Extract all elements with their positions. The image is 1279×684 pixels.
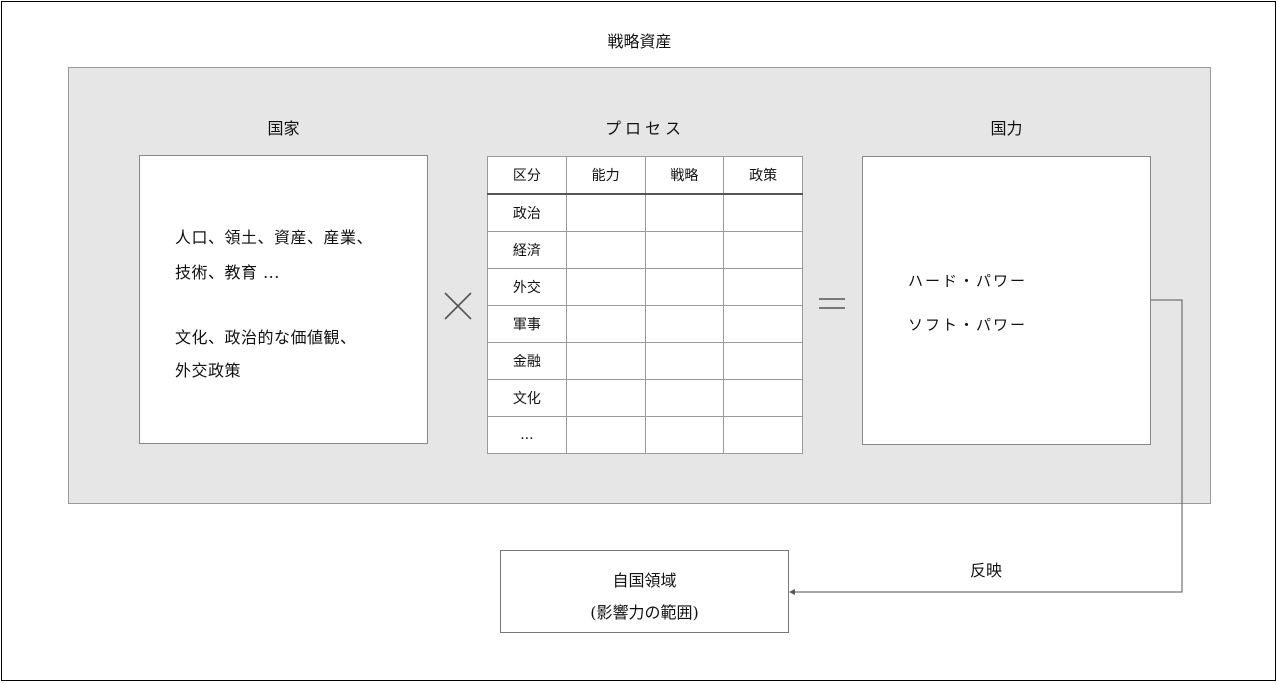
own-domain-title: 自国領域 <box>612 571 677 590</box>
equals-icon <box>819 298 845 309</box>
table-cell <box>723 416 803 454</box>
process-table: 区分 能力 戦略 政策 政治 経済 外交 軍事 <box>487 156 803 454</box>
table-row: 金融 <box>487 342 803 380</box>
feedback-label: 反映 <box>970 561 1003 580</box>
diagram-title: 戦略資産 <box>607 32 672 51</box>
state-text-line2: 技術、教育 ... <box>175 263 280 282</box>
table-cell <box>565 231 646 269</box>
state-text-line4: 外交政策 <box>175 361 242 380</box>
table-cell <box>723 379 803 417</box>
multiply-operator: × <box>443 291 473 321</box>
state-text-line3: 文化、政治的な価値観、 <box>175 328 357 347</box>
column-header: 政策 <box>723 156 803 195</box>
table-cell <box>723 193 803 232</box>
own-domain-box: 自国領域 (影響力の範囲) <box>500 550 789 633</box>
process-heading: プロセス <box>604 119 685 138</box>
table-row: 文化 <box>487 379 803 417</box>
state-heading: 国家 <box>267 119 300 138</box>
table-cell <box>565 342 646 380</box>
equals-operator: = <box>818 294 846 314</box>
arrowhead-icon <box>789 589 795 595</box>
table-cell <box>723 342 803 380</box>
soft-power-label: ソフト・パワー <box>908 316 1028 334</box>
table-cell <box>644 231 725 269</box>
table-cell <box>644 305 725 343</box>
column-header: 能力 <box>565 156 646 195</box>
row-label: ... <box>487 416 567 454</box>
own-domain-subtitle: (影響力の範囲) <box>590 603 699 622</box>
row-label: 政治 <box>487 193 567 232</box>
hard-power-label: ハード・パワー <box>908 272 1028 290</box>
table-cell <box>565 268 646 306</box>
table-row: 政治 <box>487 193 803 232</box>
row-label: 軍事 <box>487 305 567 343</box>
table-row: ... <box>487 416 803 454</box>
multiply-icon <box>444 292 472 320</box>
power-box <box>862 156 1151 445</box>
row-label: 外交 <box>487 268 567 306</box>
state-box <box>139 155 428 444</box>
state-text-line1: 人口、領土、資産、産業、 <box>175 228 374 247</box>
process-table-header: 区分 能力 戦略 政策 <box>487 156 803 195</box>
table-cell <box>723 231 803 269</box>
table-row: 経済 <box>487 231 803 269</box>
table-row: 軍事 <box>487 305 803 343</box>
power-heading: 国力 <box>990 119 1023 138</box>
table-cell <box>644 268 725 306</box>
table-row: 外交 <box>487 268 803 306</box>
table-cell <box>644 416 725 454</box>
